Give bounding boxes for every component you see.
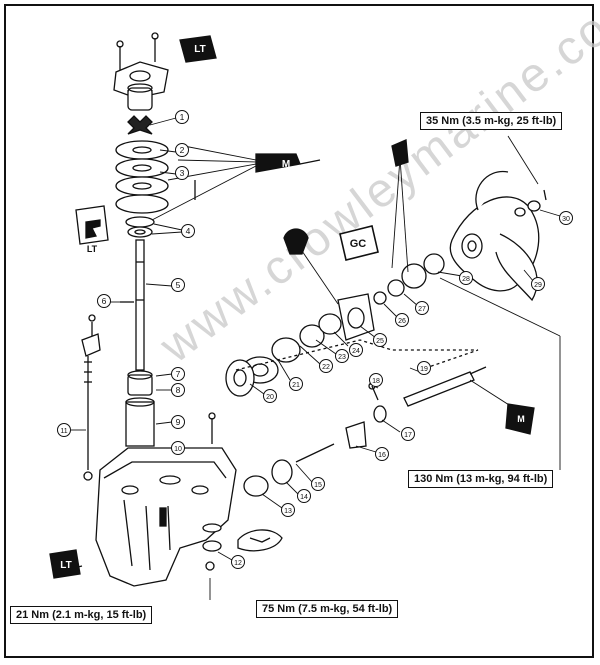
callout-number: 30 xyxy=(562,216,570,223)
sealant-symbol xyxy=(75,205,109,245)
shift-rod xyxy=(81,314,101,481)
torque-label-drain-plug: 75 Nm (7.5 m-kg, 54 ft-lb) xyxy=(256,600,399,618)
callout-number: 11 xyxy=(60,428,67,435)
callout-9: 9 xyxy=(171,415,185,429)
propeller xyxy=(449,170,547,302)
callout-7: 7 xyxy=(171,367,185,381)
callout-number: 14 xyxy=(300,494,308,501)
oil-seal-housing xyxy=(125,216,155,238)
callout-15: 15 xyxy=(311,477,325,491)
callout-number: 17 xyxy=(404,432,412,439)
callout-number: 5 xyxy=(176,280,181,290)
drive-shaft xyxy=(120,239,145,371)
lower-case xyxy=(61,412,237,587)
callout-13: 13 xyxy=(281,503,295,517)
callout-19: 19 xyxy=(417,361,431,375)
drain-plug-parts xyxy=(202,523,222,571)
lubricant-symbol-text: GC xyxy=(350,238,367,250)
propeller-shaft xyxy=(243,366,487,497)
callout-4: 4 xyxy=(181,224,195,238)
drop-symbol-text-top: LT xyxy=(194,44,205,55)
callout-number: 22 xyxy=(322,364,330,371)
callout-18: 18 xyxy=(369,373,383,387)
callout-29: 29 xyxy=(531,277,545,291)
callout-23: 23 xyxy=(335,349,349,363)
callout-number: 21 xyxy=(292,382,300,389)
diagram-frame xyxy=(4,4,594,658)
callout-number: 19 xyxy=(420,366,428,373)
callout-5: 5 xyxy=(171,278,185,292)
callout-16: 16 xyxy=(375,447,389,461)
callout-1: 1 xyxy=(175,110,189,124)
callout-27: 27 xyxy=(415,301,429,315)
callout-2: 2 xyxy=(175,143,189,157)
callout-number: 12 xyxy=(234,560,242,567)
callout-number: 2 xyxy=(180,145,185,155)
grease-symbol-top xyxy=(255,153,321,173)
callout-number: 25 xyxy=(376,338,384,345)
callout-number: 8 xyxy=(176,385,181,395)
part-callouts: 1234567891011121314151617181920212223242… xyxy=(57,110,573,569)
callout-17: 17 xyxy=(401,427,415,441)
callout-number: 13 xyxy=(284,508,292,515)
callout-26: 26 xyxy=(395,313,409,327)
callout-number: 7 xyxy=(176,369,181,379)
callout-14: 14 xyxy=(297,489,311,503)
impeller xyxy=(127,115,153,135)
callout-3: 3 xyxy=(175,166,189,180)
callout-number: 4 xyxy=(186,226,191,236)
callout-number: 27 xyxy=(418,306,426,313)
trim-plate xyxy=(237,529,283,552)
callout-number: 16 xyxy=(378,452,386,459)
callout-8: 8 xyxy=(171,383,185,397)
callout-number: 1 xyxy=(180,112,185,122)
callout-number: 26 xyxy=(398,318,406,325)
callout-number: 28 xyxy=(462,276,470,283)
sealant-symbol-text: LT xyxy=(87,244,98,254)
callout-number: 10 xyxy=(174,446,182,453)
callout-6: 6 xyxy=(97,294,111,308)
assembly-line xyxy=(235,339,479,371)
torque-label-housing-bolts: 21 Nm (2.1 m-kg, 15 ft-lb) xyxy=(10,606,153,624)
water-pump-housing xyxy=(113,32,169,111)
callout-12: 12 xyxy=(231,555,245,569)
callout-24: 24 xyxy=(349,343,363,357)
callout-11: 11 xyxy=(57,423,71,437)
callout-number: 6 xyxy=(102,296,107,306)
callout-number: 24 xyxy=(352,348,360,355)
callout-number: 15 xyxy=(314,482,322,489)
callout-28: 28 xyxy=(459,271,473,285)
grease-symbol-text-right: M xyxy=(517,414,525,424)
grease-symbol-right xyxy=(505,403,535,435)
callout-number: 29 xyxy=(534,282,542,289)
callout-number: 9 xyxy=(176,417,181,427)
callout-number: 20 xyxy=(266,394,274,401)
torque-label-prop-nut: 35 Nm (3.5 m-kg, 25 ft-lb) xyxy=(420,112,563,130)
callout-30: 30 xyxy=(559,211,573,225)
callout-20: 20 xyxy=(263,389,277,403)
torque-label-shaft-nut: 130 Nm (13 m-kg, 94 ft-lb) xyxy=(408,470,554,488)
drop-symbol-text-bottom: LT xyxy=(60,560,71,571)
callout-number: 3 xyxy=(180,168,185,178)
callout-25: 25 xyxy=(373,333,387,347)
lubricant-symbol xyxy=(339,225,379,261)
callout-21: 21 xyxy=(289,377,303,391)
pump-plates xyxy=(115,140,196,214)
grease-symbol-text-top: M xyxy=(282,159,290,170)
callout-22: 22 xyxy=(319,359,333,373)
drop-symbols xyxy=(49,35,409,579)
callout-10: 10 xyxy=(171,441,185,455)
leader-lines xyxy=(70,117,561,600)
forward-gear xyxy=(225,359,255,397)
callout-number: 18 xyxy=(372,378,380,385)
bearing-housing xyxy=(241,253,445,384)
callout-number: 23 xyxy=(338,354,346,361)
